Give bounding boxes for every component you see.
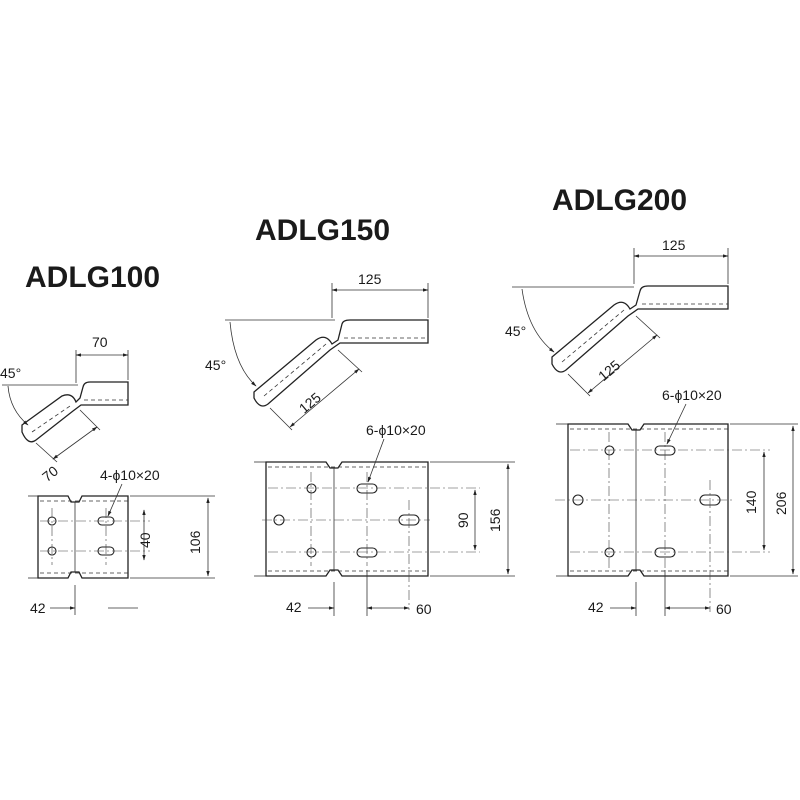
front-view-adlg100: 4-ϕ10×20 40 106 42 — [28, 467, 215, 616]
angle-label-adlg100: 45° — [0, 365, 21, 381]
model-title-adlg200: ADLG200 — [552, 184, 687, 217]
hole-pitch-label-adlg150: 90 — [455, 512, 471, 528]
model-adlg200: ADLG200 125 45° 125 — [505, 184, 798, 617]
angle-label-adlg200: 45° — [505, 323, 526, 339]
hole-spec-adlg100: 4-ϕ10×20 — [100, 467, 160, 483]
hole-pitch-label-adlg100: 40 — [137, 532, 153, 548]
hole-spec-adlg200: 6-ϕ10×20 — [662, 387, 722, 403]
height-label-adlg150: 156 — [487, 508, 503, 532]
hole-spec-adlg150: 6-ϕ10×20 — [366, 422, 426, 438]
height-label-adlg100: 106 — [187, 530, 203, 554]
model-adlg100: ADLG100 70 45° 70 — [0, 261, 215, 616]
top-length-label-adlg200: 125 — [662, 237, 686, 253]
side-view-adlg100: 70 45° 70 — [0, 334, 129, 485]
hole-pitch-label-adlg200: 140 — [743, 490, 759, 514]
top-length-label-adlg100: 70 — [92, 334, 108, 350]
slope-length-label-adlg150: 125 — [296, 389, 324, 416]
model-title-adlg100: ADLG100 — [25, 261, 160, 294]
model-adlg150: ADLG150 125 45° 125 — [205, 214, 515, 617]
model-title-adlg150: ADLG150 — [255, 214, 390, 247]
top-length-label-adlg150: 125 — [358, 271, 382, 287]
left-offset-label-adlg200: 42 — [588, 599, 604, 615]
slot-offset-label-adlg150: 60 — [416, 601, 432, 617]
slope-length-label-adlg100: 70 — [39, 462, 61, 484]
side-view-adlg150: 125 45° 125 — [205, 271, 429, 431]
slot-offset-label-adlg200: 60 — [716, 601, 732, 617]
front-view-adlg200: 6-ϕ10×20 140 206 42 60 — [555, 387, 798, 617]
front-view-adlg150: 6-ϕ10×20 90 156 42 60 — [254, 422, 515, 617]
angle-label-adlg150: 45° — [205, 357, 226, 373]
left-offset-label-adlg150: 42 — [286, 599, 302, 615]
left-offset-label-adlg100: 42 — [30, 600, 46, 616]
slope-length-label-adlg200: 125 — [595, 357, 623, 384]
height-label-adlg200: 206 — [773, 491, 789, 515]
side-view-adlg200: 125 45° 125 — [505, 237, 729, 397]
